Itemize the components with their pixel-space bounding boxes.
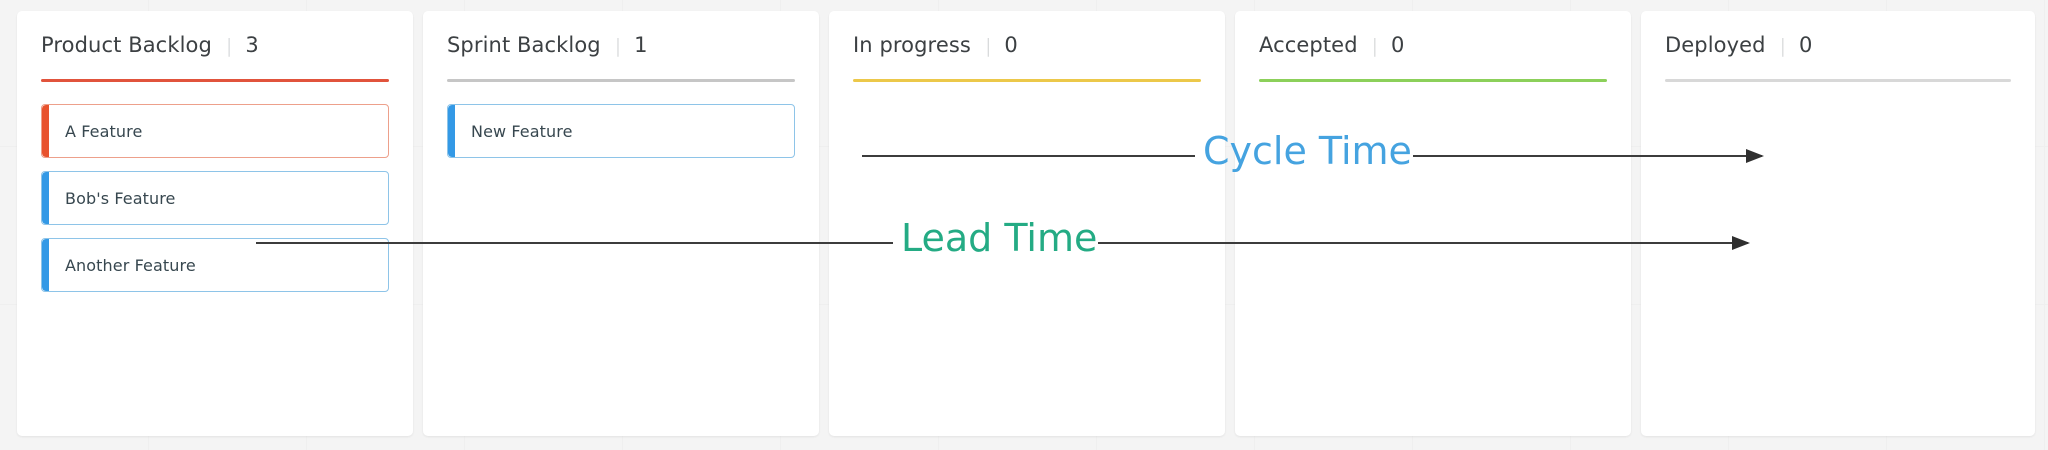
- column-title: Accepted: [1259, 33, 1358, 57]
- column-title: In progress: [853, 33, 971, 57]
- column-header: Accepted | 0: [1259, 11, 1607, 77]
- column-count: 0: [1799, 33, 1813, 57]
- cycle-time-label: Cycle Time: [1203, 129, 1412, 173]
- column-accent-rule: [1259, 79, 1607, 82]
- board-columns: Product Backlog | 3 A Feature Bob's Feat…: [17, 11, 2036, 436]
- column-title: Deployed: [1665, 33, 1766, 57]
- column-accent-rule: [1665, 79, 2012, 82]
- column-accent-rule: [41, 79, 389, 82]
- column-title: Product Backlog: [41, 33, 212, 57]
- column-count: 0: [1391, 33, 1405, 57]
- column-header: Product Backlog | 3: [41, 11, 389, 77]
- column-header: In progress | 0: [853, 11, 1201, 77]
- column-header: Sprint Backlog | 1: [447, 11, 795, 77]
- column-separator: |: [1779, 35, 1786, 57]
- column-separator: |: [614, 35, 622, 57]
- board-column-deployed[interactable]: Deployed | 0: [1641, 11, 2036, 436]
- board-column-accepted[interactable]: Accepted | 0: [1235, 11, 1631, 436]
- column-count: 0: [1004, 33, 1018, 57]
- column-count: 1: [634, 33, 648, 57]
- card-label: A Feature: [65, 121, 143, 141]
- card-color-bar: [448, 105, 455, 157]
- column-separator: |: [1371, 35, 1379, 57]
- board-column-in-progress[interactable]: In progress | 0: [829, 11, 1225, 436]
- column-title: Sprint Backlog: [447, 33, 601, 57]
- column-count: 3: [245, 33, 259, 57]
- column-card-list: New Feature: [447, 104, 795, 158]
- column-separator: |: [984, 35, 992, 57]
- card-label: Bob's Feature: [65, 188, 176, 208]
- card[interactable]: A Feature: [41, 104, 389, 158]
- card[interactable]: Bob's Feature: [41, 171, 389, 225]
- card[interactable]: New Feature: [447, 104, 795, 158]
- column-accent-rule: [447, 79, 795, 82]
- card[interactable]: Another Feature: [41, 238, 389, 292]
- lead-time-label: Lead Time: [901, 216, 1098, 260]
- card-color-bar: [42, 239, 49, 291]
- board-column-product-backlog[interactable]: Product Backlog | 3 A Feature Bob's Feat…: [17, 11, 413, 436]
- board-column-sprint-backlog[interactable]: Sprint Backlog | 1 New Feature: [423, 11, 819, 436]
- card-color-bar: [42, 105, 49, 157]
- column-separator: |: [225, 35, 233, 57]
- column-accent-rule: [853, 79, 1201, 82]
- card-color-bar: [42, 172, 49, 224]
- column-card-list: A Feature Bob's Feature Another Feature: [41, 104, 389, 292]
- column-header: Deployed | 0: [1665, 11, 2011, 77]
- card-label: Another Feature: [65, 255, 196, 275]
- card-label: New Feature: [471, 121, 573, 141]
